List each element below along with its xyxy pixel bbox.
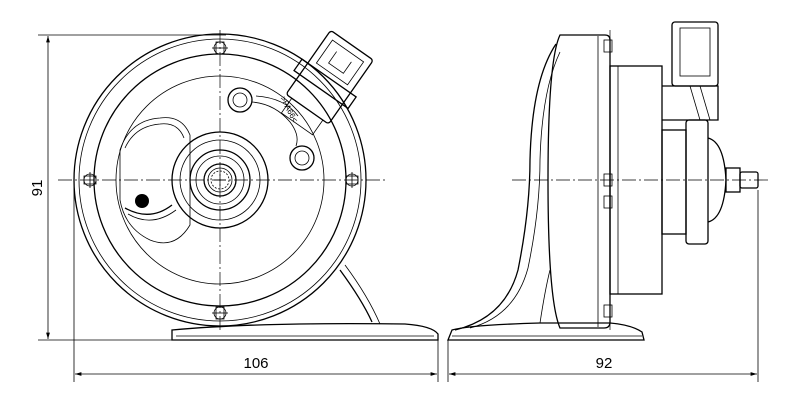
front-bracket xyxy=(339,269,373,323)
dimension-side-width-label: 92 xyxy=(596,355,613,372)
side-screw-top xyxy=(603,39,613,53)
front-view: >PA66< xyxy=(58,30,439,341)
side-view xyxy=(447,21,770,341)
dimension-height: 91 xyxy=(29,34,226,341)
front-terminal-boss-top xyxy=(227,87,253,113)
side-housing xyxy=(547,34,611,329)
dimension-side-width: 92 xyxy=(447,190,759,382)
side-screw-lower xyxy=(603,195,613,209)
side-rear-cap xyxy=(661,129,687,235)
dimension-height-label: 91 xyxy=(29,180,46,197)
side-bracket xyxy=(454,43,557,331)
front-contact-dot xyxy=(135,194,149,208)
side-connector xyxy=(662,21,719,121)
dimension-front-width: 106 xyxy=(73,180,439,382)
side-screw-bottom xyxy=(603,304,613,318)
front-connector xyxy=(280,30,373,136)
front-terminal-boss-right xyxy=(289,145,315,171)
dimension-front-width-label: 106 xyxy=(243,355,268,372)
front-base-plate xyxy=(171,322,439,341)
